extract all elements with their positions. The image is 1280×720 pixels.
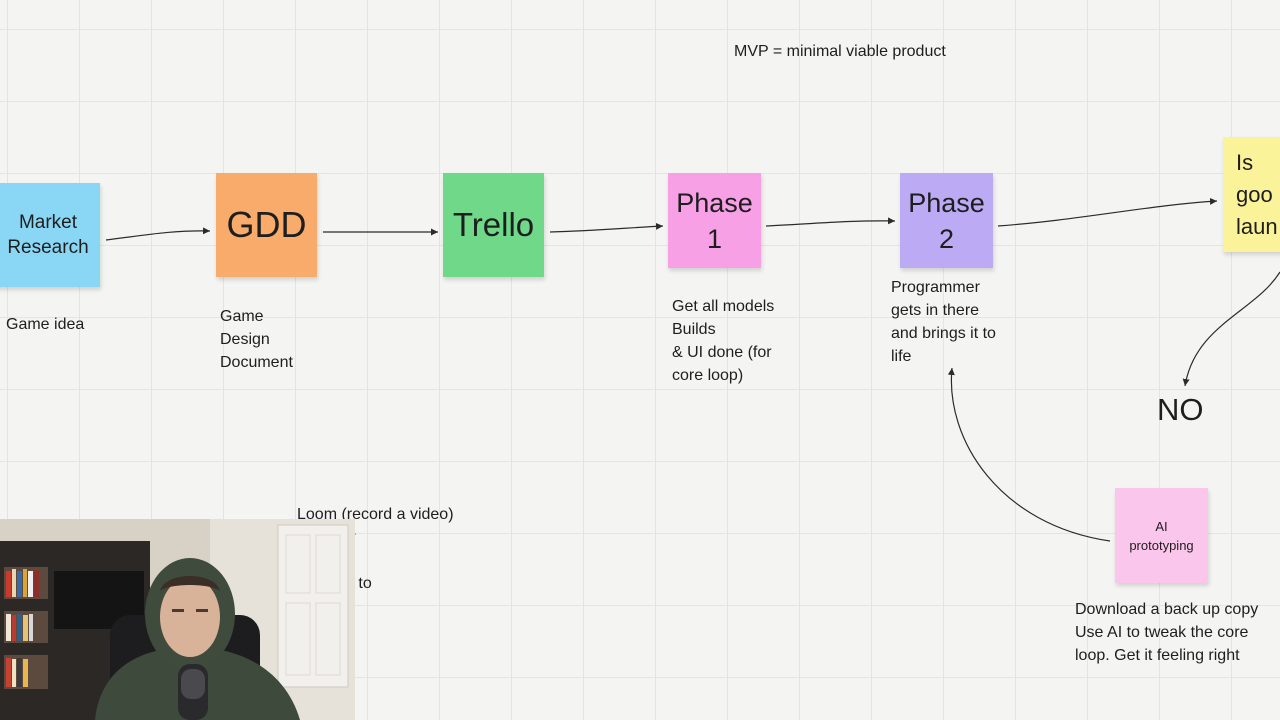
sticky-ai-prototyping-label: AI prototyping: [1129, 518, 1194, 553]
caption-gdd: Game Design Document: [220, 308, 293, 371]
sticky-phase-2[interactable]: Phase 2: [900, 173, 993, 268]
arrow-phase1-to-phase2: [765, 217, 896, 227]
mvp-note: MVP = minimal viable product: [734, 43, 946, 60]
sticky-trello-label: Trello: [452, 206, 535, 243]
arrow-ai-to-phase2: [947, 367, 1111, 542]
sticky-launch-decision-label: Is goo laun: [1236, 149, 1278, 239]
caption-ai-prototyping: Download a back up copy Use AI to tweak …: [1075, 601, 1259, 664]
sticky-phase-2-label: Phase 2: [908, 187, 985, 254]
caption-phase-2: Programmer gets in there and brings it t…: [891, 279, 996, 365]
webcam-scene-image: [0, 519, 355, 720]
sticky-phase-1[interactable]: Phase 1: [668, 173, 761, 268]
caption-phase-1: Get all models Builds & UI done (for cor…: [672, 298, 775, 384]
decision-no-label: NO: [1157, 392, 1204, 427]
sticky-gdd[interactable]: GDD: [216, 173, 317, 277]
sticky-market-research[interactable]: Market Research: [0, 183, 100, 287]
arrow-trello-to-phase1: [549, 222, 664, 233]
sticky-launch-decision[interactable]: Is goo laun: [1223, 137, 1280, 252]
sticky-trello[interactable]: Trello: [443, 173, 544, 277]
arrow-phase2-to-launch: [997, 197, 1218, 227]
caption-market-research: Game idea: [6, 316, 85, 333]
sticky-gdd-label: GDD: [226, 204, 307, 245]
webcam-overlay: [0, 519, 355, 720]
sticky-ai-prototyping[interactable]: AI prototyping: [1115, 488, 1208, 583]
arrow-launch-to-no: [1182, 271, 1280, 387]
arrow-research-to-gdd: [105, 227, 211, 241]
sticky-phase-1-label: Phase 1: [676, 187, 753, 254]
sticky-market-research-label: Market Research: [7, 212, 89, 258]
